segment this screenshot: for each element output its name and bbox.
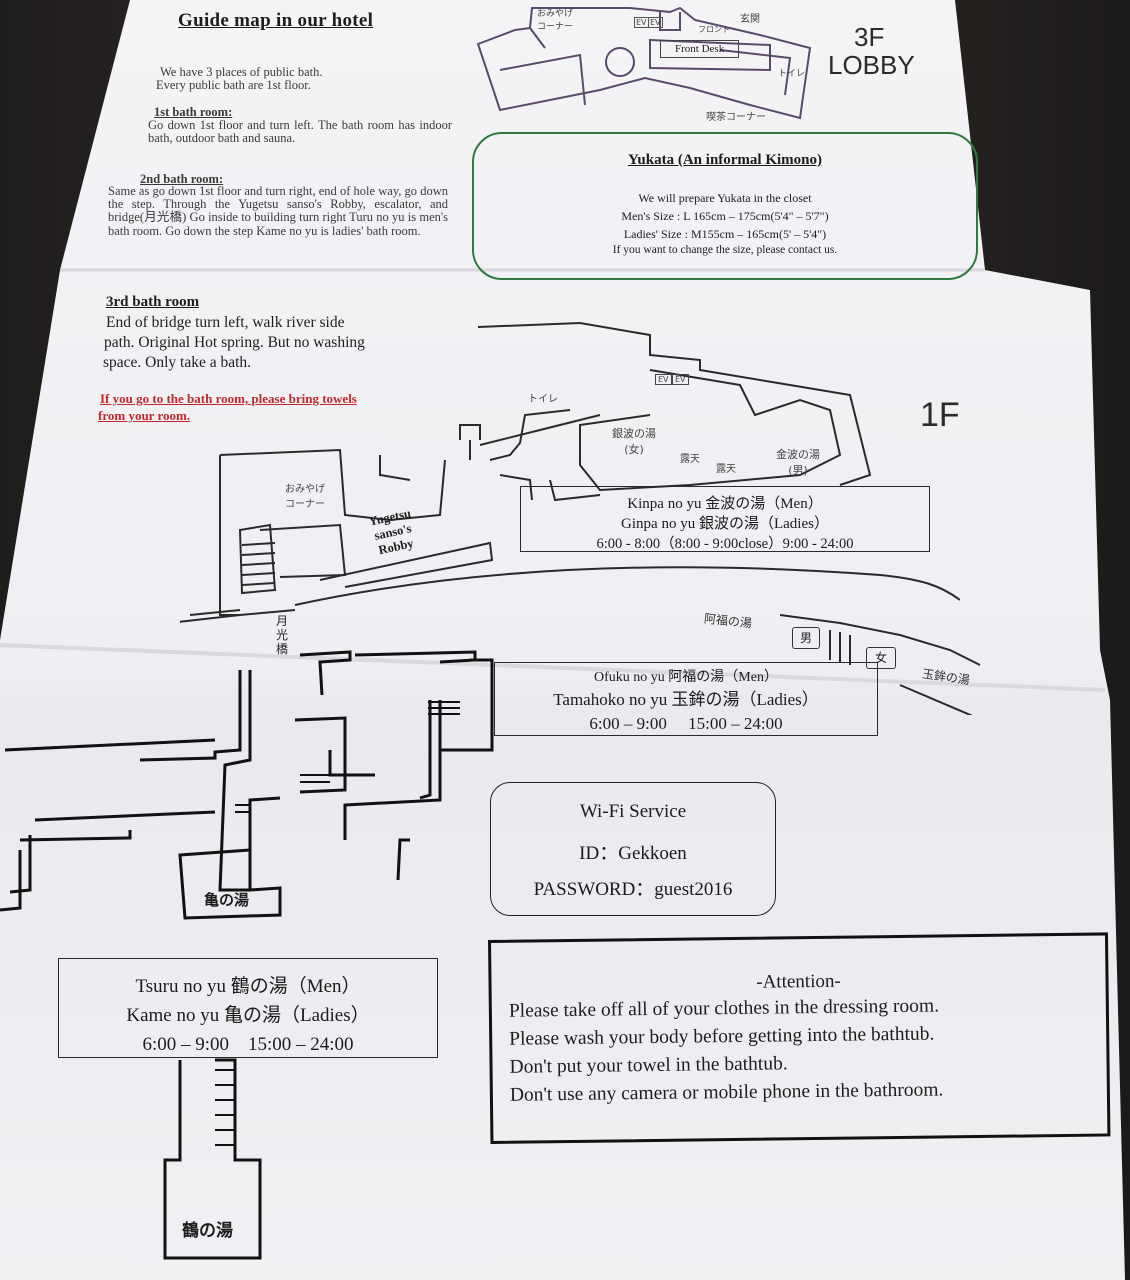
floor1-souvenir-label: おみやげ コーナー [285, 484, 325, 510]
attention-line-1: Please take off all of your clothes in t… [508, 995, 940, 1022]
wifi-password: PASSWORD：guest2016 [533, 879, 733, 900]
ginpa-room-label: 銀波の湯 (女) [612, 427, 656, 456]
floor3-front-label: フロント [698, 25, 730, 34]
floor1-label: 1F [920, 396, 960, 434]
yukata-title: Yukata (An informal Kimono) [627, 152, 823, 168]
front-desk-label: Front Desk [660, 40, 740, 58]
bath3-line-2: path. Original Hot spring. But no washin… [104, 334, 365, 351]
towel-notice-line-1: If you go to the bath room, please bring… [100, 391, 357, 406]
bath1-heading: 1st bath room: [154, 105, 233, 119]
intro-line-2: Every public bath are 1st floor. [156, 78, 311, 92]
floor3-label: 3F [854, 22, 885, 52]
men-mark: 男 [792, 627, 820, 649]
ofuku-hours-line: 6:00 – 9:00 15:00 – 24:00 [589, 714, 783, 733]
attention-line-4: Don't use any camera or mobile phone in … [509, 1079, 944, 1106]
bath3-line-3: space. Only take a bath. [103, 354, 252, 371]
ginpa-line: Ginpa no yu 銀波の湯（Ladies） [621, 516, 829, 532]
bath3-heading: 3rd bath room [106, 294, 200, 310]
kame-line: Kame no yu 亀の湯（Ladies） [126, 1005, 370, 1026]
kinpa-hours-line: 6:00 - 8:00（8:00 - 9:00close）9:00 - 24:0… [596, 536, 854, 552]
page-title: Guide map in our hotel [178, 10, 374, 31]
towel-notice-line-2: from your room. [98, 408, 191, 423]
bath2-text: Same as go down 1st floor and turn right… [108, 184, 448, 238]
yukata-line-2: Men's Size : L 165cm – 175cm(5'4" – 5'7"… [621, 209, 829, 223]
floor3-souvenir-label: おみやげ コーナー [537, 9, 574, 32]
floor3-ev-label-a: EV [634, 17, 649, 28]
yukata-line-1: We will prepare Yukata in the closet [638, 191, 812, 205]
tamahoko-line: Tamahoko no yu 玉鉾の湯（Ladies） [553, 690, 819, 709]
floor1-map-lower [0, 650, 494, 1260]
floor1-ev-label-b: EV [672, 374, 689, 385]
floor3-entrance-label: 玄関 [740, 14, 760, 25]
roten-label-a: 露天 [680, 454, 700, 465]
floor1-toilet-label: トイレ [528, 394, 558, 405]
tsuru-line: Tsuru no yu 鶴の湯（Men） [135, 976, 361, 997]
floor1-map-upper [180, 321, 960, 623]
roten-label-b: 露天 [716, 464, 736, 475]
wifi-id: ID：Gekkoen [579, 843, 687, 864]
tsuru-no-yu-map-label: 鶴の湯 [182, 1221, 233, 1241]
intro-line-1: We have 3 places of public bath. [160, 65, 323, 79]
floor1-ev-label-a: EV [655, 374, 672, 385]
riverside-bath-outline [780, 614, 981, 715]
bath2-heading: 2nd bath room: [140, 172, 224, 186]
attention-box: -Attention- Please take off all of your … [488, 932, 1111, 1144]
floor3-cafe-label: 喫茶コーナー [706, 112, 766, 123]
floor3-toilet-label: トイレ [778, 69, 806, 79]
ofuku-line: Ofuku no yu 阿福の湯（Men） [594, 670, 778, 685]
kinpa-ginpa-hours-box: Kinpa no yu 金波の湯（Men） Ginpa no yu 銀波の湯（L… [520, 486, 930, 552]
kinpa-line: Kinpa no yu 金波の湯（Men） [627, 496, 823, 512]
floor3-map [476, 6, 812, 120]
tsuru-kame-hours-box: Tsuru no yu 鶴の湯（Men） Kame no yu 亀の湯（Ladi… [58, 958, 438, 1058]
attention-title: -Attention- [756, 970, 841, 993]
bridge-label: 月光橋 [276, 614, 289, 656]
bath1-text: Go down 1st floor and turn left. The bat… [148, 118, 452, 146]
bath3-line-1: End of bridge turn left, walk river side [106, 314, 345, 331]
wifi-box: Wi-Fi Service ID：Gekkoen PASSWORD：guest2… [490, 782, 776, 916]
yukata-box: Yukata (An informal Kimono) We will prep… [472, 132, 978, 280]
attention-line-2: Please wash your body before getting int… [509, 1023, 935, 1050]
yukata-line-4: If you want to change the size, please c… [612, 244, 838, 256]
tsuru-hours-line: 6:00 – 9:00 15:00 – 24:00 [142, 1034, 354, 1055]
floor3-ev-label-b: EV [648, 17, 663, 28]
ofuku-tamahoko-hours-box: Ofuku no yu 阿福の湯（Men） Tamahoko no yu 玉鉾の… [494, 662, 878, 736]
women-mark: 女 [866, 647, 896, 669]
kinpa-room-label: 金波の湯 (男) [776, 448, 820, 477]
lobby-label: LOBBY [828, 50, 915, 80]
attention-line-3: Don't put your towel in the bathtub. [509, 1053, 788, 1078]
wifi-title: Wi-Fi Service [579, 801, 687, 822]
kame-no-yu-map-label: 亀の湯 [204, 891, 250, 909]
yukata-line-3: Ladies' Size : M155cm – 165cm(5' – 5'4") [623, 227, 827, 241]
